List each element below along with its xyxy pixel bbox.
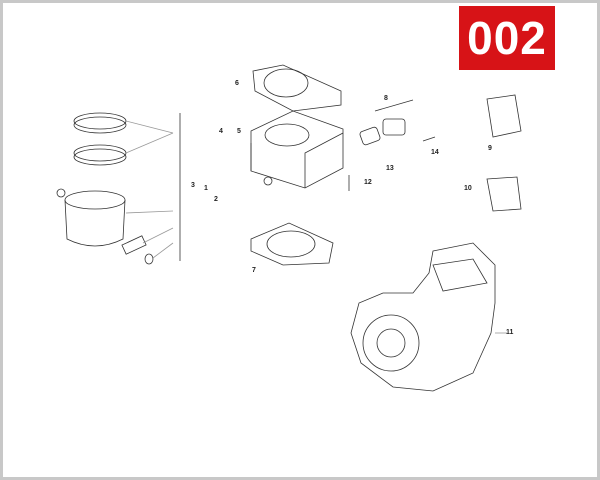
part-label-11: 11 [506, 329, 514, 336]
part-label-2: 2 [214, 196, 218, 203]
head-gasket [252, 64, 342, 112]
part-label-5: 5 [237, 128, 241, 135]
part-label-8: 8 [384, 95, 388, 102]
part-label-1: 1 [204, 185, 208, 192]
base-gasket [250, 222, 334, 266]
part-label-4: 4 [219, 128, 223, 135]
bag-9 [486, 94, 522, 138]
parts-drawing [56, 64, 522, 392]
part-label-7: 7 [252, 267, 256, 274]
engine-assembly [350, 242, 507, 392]
part-label-9: 9 [488, 145, 492, 152]
piston [56, 188, 154, 265]
part-label-12: 12 [364, 179, 372, 186]
part-label-14: 14 [431, 149, 439, 156]
leader-lines [125, 120, 174, 259]
chain-tensioner [359, 99, 436, 146]
bag-10 [486, 176, 522, 212]
part-label-13: 13 [386, 165, 394, 172]
part-label-3: 3 [191, 182, 195, 189]
piston-rings [73, 112, 127, 166]
part-label-6: 6 [235, 80, 239, 87]
cylinder [250, 110, 344, 189]
diagram-code-badge: 002 [459, 6, 555, 70]
part-label-10: 10 [464, 185, 472, 192]
